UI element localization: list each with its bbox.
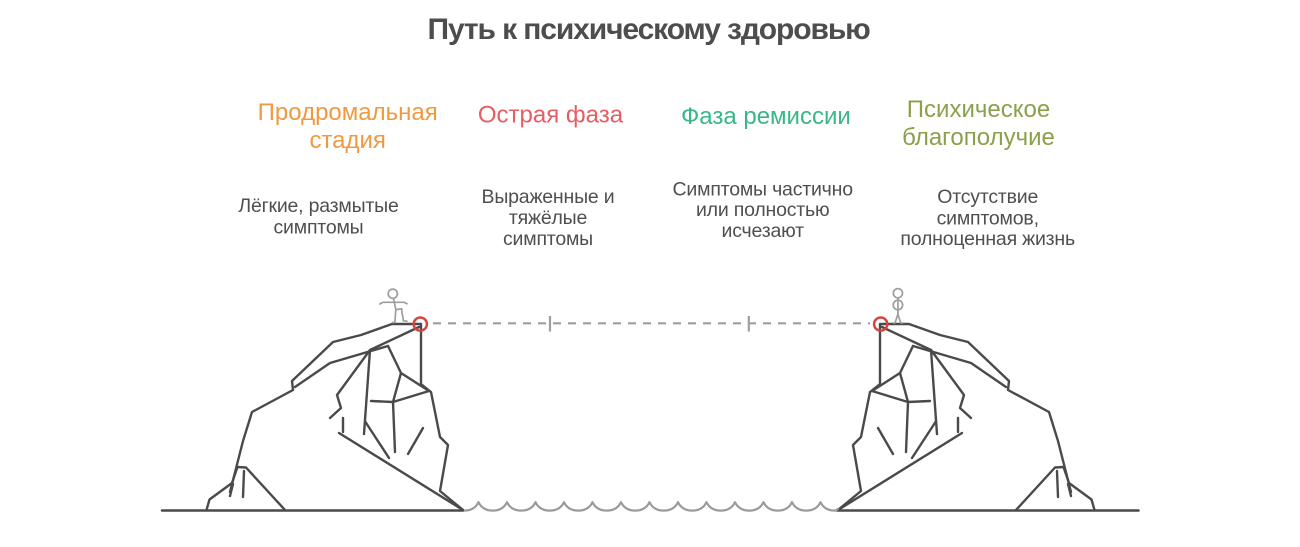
- svg-text:симптомов,: симптомов,: [937, 207, 1039, 229]
- svg-text:полноценная жизнь: полноценная жизнь: [900, 228, 1075, 250]
- svg-text:Отсутствие: Отсутствие: [937, 186, 1038, 208]
- svg-text:исчезают: исчезают: [722, 220, 805, 242]
- svg-text:Симптомы частично: Симптомы частично: [673, 179, 854, 201]
- svg-text:Выраженные и: Выраженные и: [482, 186, 615, 208]
- svg-text:благополучие: благополучие: [902, 124, 1055, 151]
- svg-text:Путь к психическому здоровью: Путь к психическому здоровью: [427, 13, 870, 46]
- svg-text:Фаза ремиссии: Фаза ремиссии: [681, 103, 851, 130]
- svg-text:симптомы: симптомы: [274, 217, 364, 239]
- svg-text:Лёгкие, размытые: Лёгкие, размытые: [238, 195, 398, 217]
- svg-text:симптомы: симптомы: [503, 228, 593, 250]
- svg-text:Психическое: Психическое: [907, 96, 1050, 123]
- svg-text:Острая фаза: Острая фаза: [478, 102, 624, 129]
- svg-text:стадия: стадия: [309, 127, 385, 154]
- svg-text:или полностью: или полностью: [696, 199, 829, 221]
- svg-text:тяжёлые: тяжёлые: [509, 207, 587, 229]
- svg-text:Продромальная: Продромальная: [258, 99, 438, 126]
